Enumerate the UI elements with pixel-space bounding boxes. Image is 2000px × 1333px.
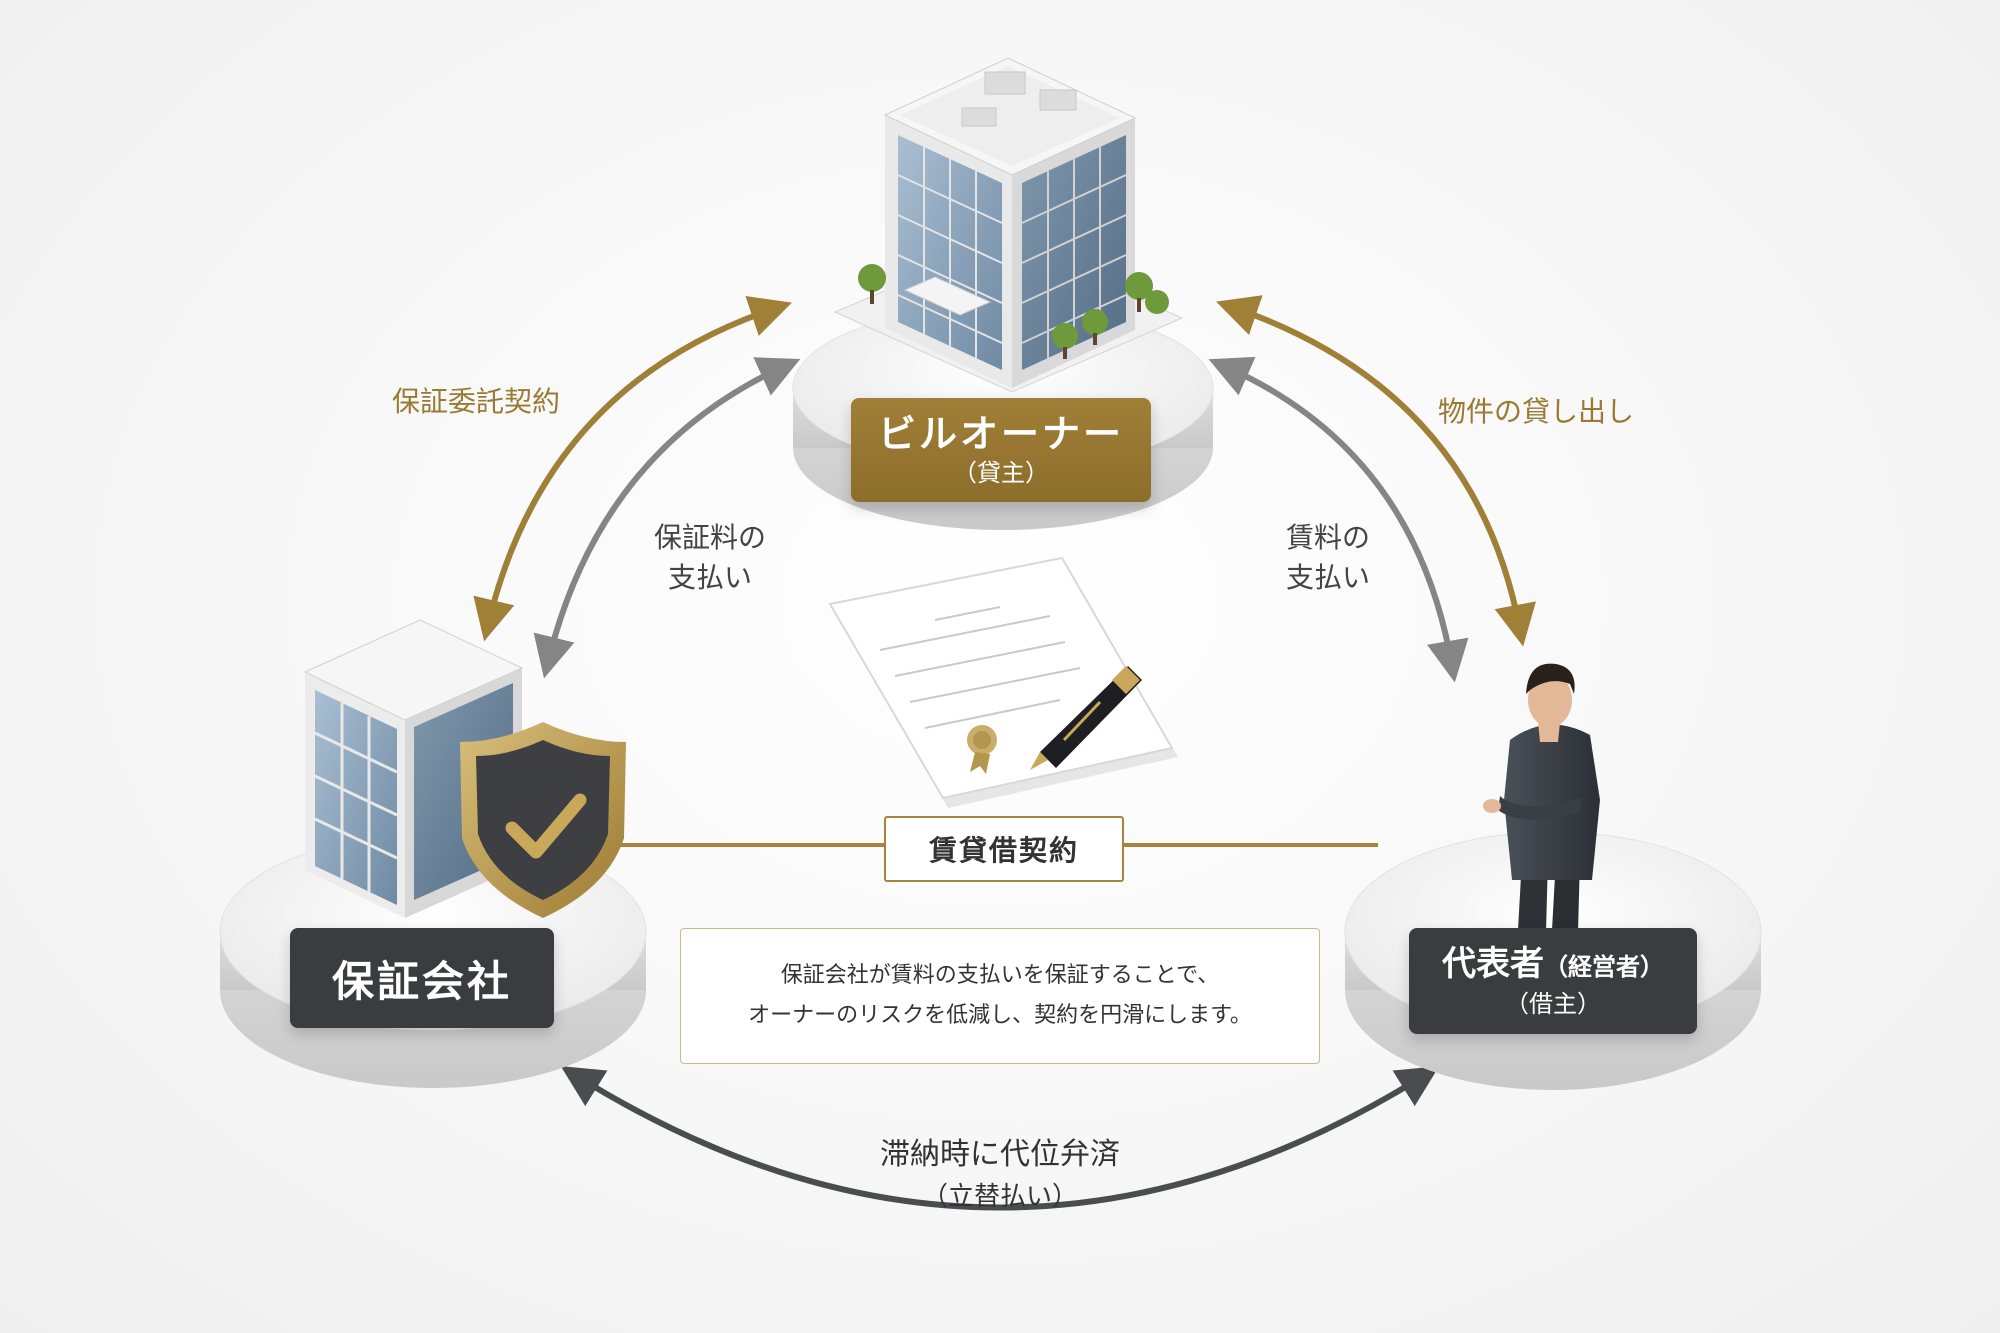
- shield-check-icon: [460, 722, 626, 918]
- arrow-subrogation: [560, 1066, 1440, 1211]
- subrogation-line2: （立替払い）: [921, 1182, 1078, 1212]
- subrogation-label: 滞納時に代位弁済 （立替払い）: [800, 1134, 1200, 1218]
- owner-role: （貸主）: [953, 459, 1049, 487]
- fountain-pen-icon: [1030, 666, 1142, 770]
- owner-label-box: ビルオーナー （貸主）: [851, 398, 1151, 502]
- representative-title: 代表者: [1442, 943, 1544, 984]
- rent-payment-label: 賃料の 支払い: [1228, 518, 1428, 598]
- guarantee-fee-line2: 支払い: [667, 561, 752, 594]
- description-line1: 保証会社が賃料の支払いを保証することで、: [780, 963, 1220, 988]
- guarantee-fee-line1: 保証料の: [653, 521, 766, 554]
- guarantee-contract-label: 保証委託契約: [392, 385, 561, 418]
- representative-title-paren: （経営者）: [1544, 952, 1664, 981]
- guarantor-label-box: 保証会社: [290, 928, 554, 1028]
- representative-role: （借主）: [1505, 989, 1601, 1018]
- subrogation-line1: 滞納時に代位弁済: [880, 1137, 1120, 1172]
- arrow-rent-payment: [1208, 356, 1469, 683]
- property-lending-label: 物件の貸し出し: [1438, 395, 1635, 428]
- description-box: 保証会社が賃料の支払いを保証することで、 オーナーのリスクを低減し、契約を円滑に…: [680, 928, 1320, 1064]
- rent-payment-line2: 支払い: [1285, 561, 1370, 594]
- lease-contract-label: 賃貸借契約: [884, 816, 1124, 882]
- arrow-guarantee-fee: [533, 357, 801, 679]
- rent-payment-line1: 賃料の: [1285, 521, 1370, 554]
- representative-title-row: 代表者（経営者）: [1442, 944, 1664, 987]
- guarantee-fee-label: 保証料の 支払い: [610, 518, 810, 598]
- contract-document-icon: [828, 556, 1178, 808]
- representative-label-box: 代表者（経営者） （借主）: [1409, 928, 1697, 1034]
- description-line2: オーナーのリスクを低減し、契約を円滑にします。: [748, 1003, 1252, 1028]
- owner-title: ビルオーナー: [877, 412, 1124, 456]
- guarantor-title: 保証会社: [331, 956, 512, 1006]
- office-building-icon: [833, 57, 1184, 393]
